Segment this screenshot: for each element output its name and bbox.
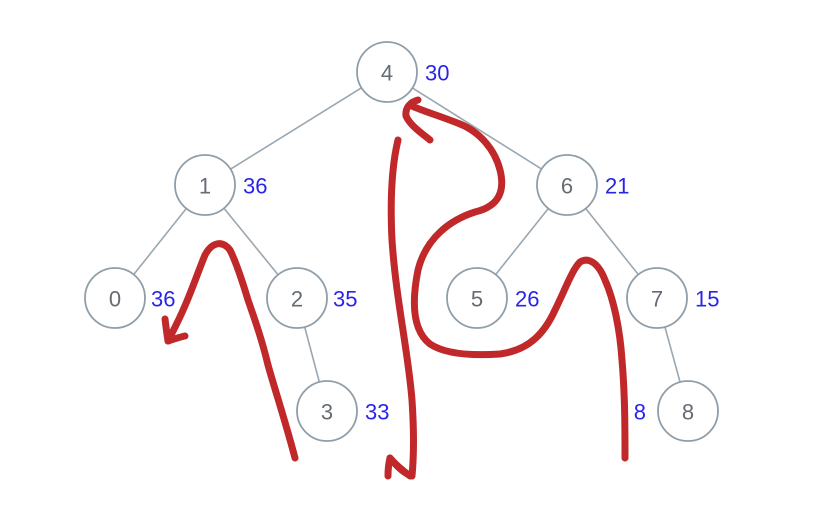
node-label: 4 (381, 61, 393, 86)
node-label: 0 (109, 287, 121, 312)
node-value-label: 36 (243, 174, 267, 199)
node-circle (174, 154, 236, 216)
edge-7-8 (664, 326, 681, 383)
node-value-label: 21 (605, 174, 629, 199)
tree-edges (133, 87, 681, 383)
node-circle (446, 267, 508, 329)
edge-1-0 (133, 207, 187, 276)
node-circle (626, 267, 688, 329)
arrowhead-right (402, 96, 434, 144)
tree-node-6: 6 21 (536, 154, 629, 216)
arrow-left-traversal (164, 240, 299, 462)
node-circle (536, 154, 598, 216)
node-label: 7 (651, 287, 663, 312)
node-label: 6 (561, 174, 573, 199)
node-label: 8 (682, 400, 694, 425)
node-label: 2 (291, 287, 303, 312)
node-circle (84, 267, 146, 329)
arrow-right-ascent (408, 102, 629, 462)
node-circle (356, 41, 418, 103)
tree-node-1: 1 36 (174, 154, 267, 216)
node-value-label: 15 (695, 287, 719, 312)
node-label: 3 (321, 400, 333, 425)
edge-2-3 (303, 326, 321, 383)
node-circle (266, 267, 328, 329)
node-value-label: 36 (151, 287, 175, 312)
tree-node-0: 0 36 (84, 267, 175, 329)
edge-6-7 (585, 207, 639, 276)
tree-node-4: 4 30 (356, 41, 449, 103)
node-value-label: 35 (333, 287, 357, 312)
tree-node-7: 7 15 (626, 267, 719, 329)
node-value-label: 33 (365, 400, 389, 425)
node-label: 5 (471, 287, 483, 312)
tree-node-5: 5 26 (446, 267, 539, 329)
tree-node-2: 2 35 (266, 267, 357, 329)
edge-1-2 (223, 207, 279, 276)
node-circle (296, 380, 358, 442)
node-label: 1 (199, 174, 211, 199)
arrowhead-left (161, 315, 189, 345)
hand-drawn-arrows (161, 96, 629, 480)
edge-4-6 (411, 87, 543, 170)
tree-node-8: 88 (634, 380, 719, 442)
node-value-label: 26 (515, 287, 539, 312)
node-circle (657, 380, 719, 442)
arrow-center-descent (386, 136, 417, 480)
node-value-label: 30 (425, 61, 449, 86)
node-value-label: 8 (634, 400, 646, 425)
edge-6-5 (495, 207, 549, 276)
edge-4-1 (230, 87, 362, 170)
arrowhead-center (384, 454, 414, 480)
